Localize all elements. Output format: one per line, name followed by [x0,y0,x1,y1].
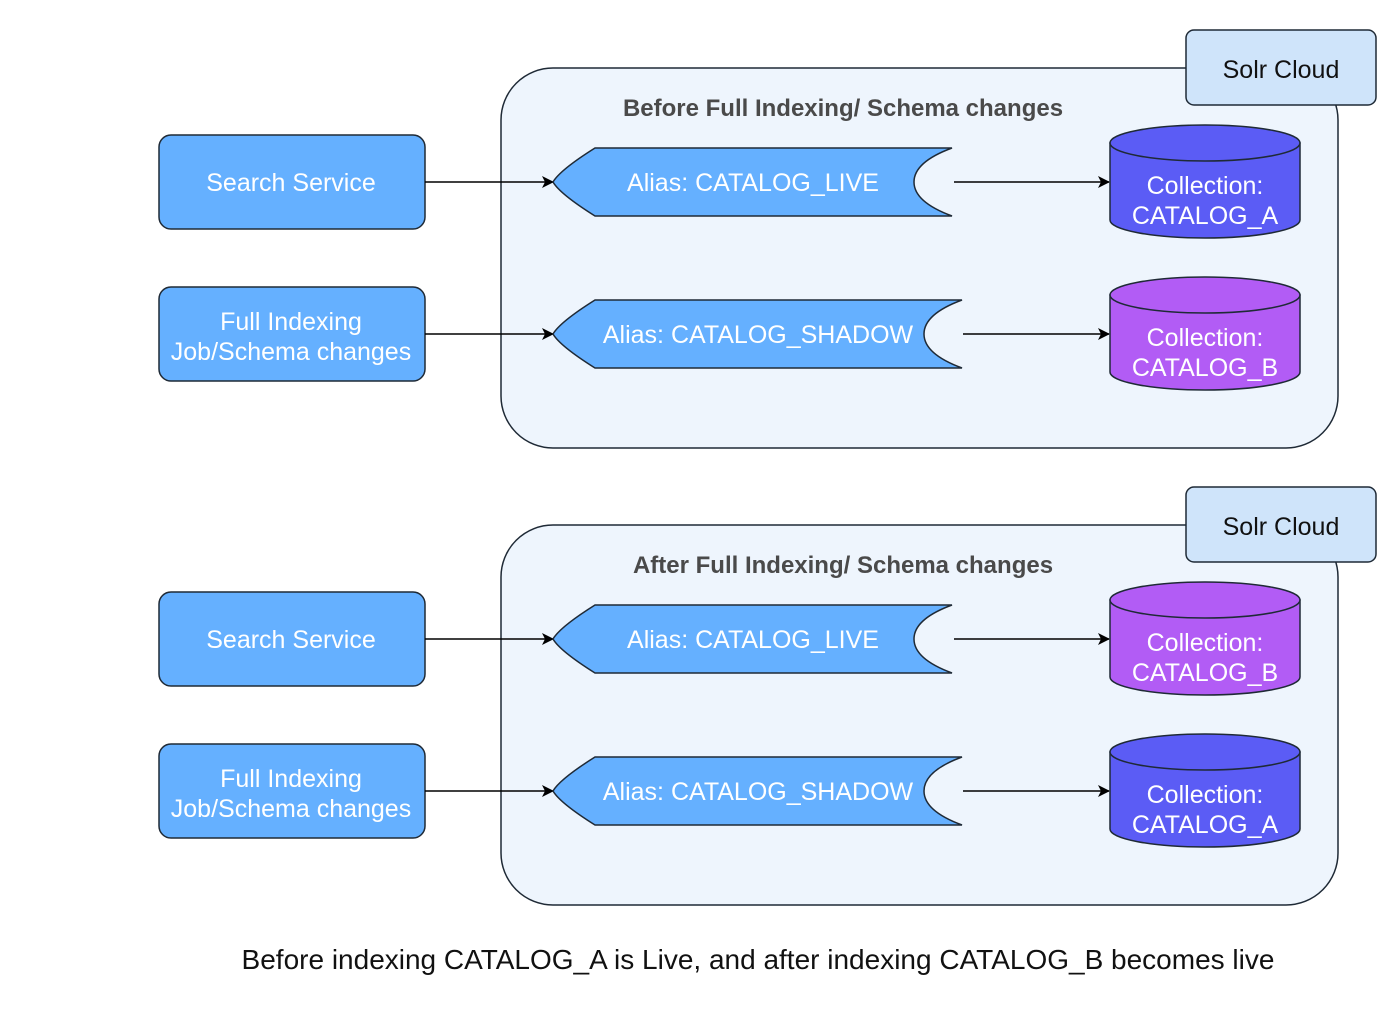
solr-cloud-label: Solr Cloud [1223,56,1340,84]
collection-label-line2: CATALOG_B [1132,659,1278,687]
client-label: Search Service [206,169,376,197]
collection-label-line2: CATALOG_A [1132,202,1279,230]
flow-row: Search Service Alias: CATALOG_LIVE Collect… [158,124,1301,239]
collection-cylinder-body [1109,294,1301,391]
collection-label-line2: CATALOG_A [1132,811,1279,839]
alias-live-shape [552,147,953,217]
collection-cylinder: Collection:CATALOG_A [1109,733,1301,848]
collection-cylinder-top [1109,124,1301,162]
flow-row: Search Service Alias: CATALOG_LIVE Collect… [158,581,1301,696]
alias-label: Alias: CATALOG_SHADOW [603,321,914,349]
diagram-caption: Before indexing CATALOG_A is Live, and a… [242,944,1275,975]
panel-title: After Full Indexing/ Schema changes [633,552,1053,579]
client-label-line1: Full Indexing [220,765,362,793]
collection-cylinder-top [1109,581,1301,619]
client-label-line2: Job/Schema changes [171,795,411,823]
client-label: Search Service [206,626,376,654]
alias-label: Alias: CATALOG_LIVE [627,169,879,197]
solr-cloud-tag [1185,486,1377,563]
collection-cylinder-body [1109,751,1301,848]
collection-cylinder: Collection:CATALOG_B [1109,581,1301,696]
collection-label-line1: Collection: [1147,781,1264,809]
collection-cylinder: Collection:CATALOG_A [1109,124,1301,239]
client-label-line1: Full Indexing [220,308,362,336]
collection-cylinder-body [1109,142,1301,239]
collection-label-line2: CATALOG_B [1132,354,1278,382]
client-label-line2: Job/Schema changes [171,338,411,366]
alias-live-shape [552,604,953,674]
alias-label: Alias: CATALOG_LIVE [627,626,879,654]
alias-shadow-shape [552,299,963,369]
collection-cylinder-top [1109,733,1301,771]
collection-label-line1: Collection: [1147,324,1264,352]
alias-label: Alias: CATALOG_SHADOW [603,778,914,806]
panel-title: Before Full Indexing/ Schema changes [623,95,1063,122]
collection-label-line1: Collection: [1147,172,1264,200]
alias-shadow-shape [552,756,963,826]
solr-cloud-tag [1185,29,1377,106]
collection-label-line1: Collection: [1147,629,1264,657]
collection-cylinder-body [1109,599,1301,696]
collection-cylinder: Collection:CATALOG_B [1109,276,1301,391]
solr-cloud-label: Solr Cloud [1223,513,1340,541]
collection-cylinder-top [1109,276,1301,314]
